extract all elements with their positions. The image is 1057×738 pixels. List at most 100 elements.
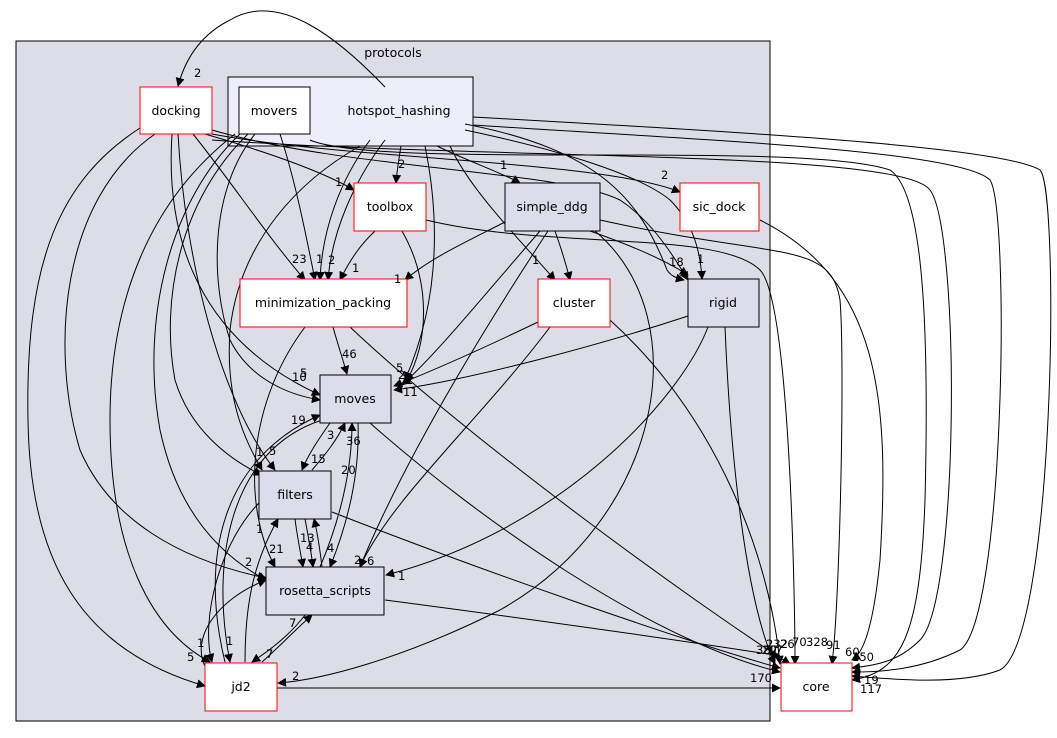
edge-rigid-moves [393,315,689,394]
edge-label: 46 [342,347,357,361]
edge-label: 23 [292,252,307,266]
edge-toolbox-core [425,219,800,665]
edge-label: 2 [194,66,201,80]
edge-filters-moves [311,422,346,471]
edge-moves-core [369,422,781,675]
edge-label: 60 [845,645,860,659]
edge-filters-core [331,511,781,671]
svg-text:cluster: cluster [553,295,596,310]
edge-label: 19 [291,413,306,427]
edge-label: 36 [346,434,361,448]
edge-label: 2 [398,368,405,382]
edge-label: 91 [826,638,841,652]
edge-mp-core [349,326,791,665]
edge-hh-mp-b [324,139,386,281]
node-jd2[interactable]: jd2 [204,662,278,712]
node-core[interactable]: core [780,662,853,712]
edge-hh-moves [404,145,435,381]
edge-jd2-moves [214,414,321,663]
edge-docking-mp [192,133,306,281]
edge-jd2-filters [244,518,279,663]
node-toolbox[interactable]: toolbox [353,182,427,232]
node-movers[interactable]: movers [238,86,311,135]
node-cluster[interactable]: cluster [537,278,611,328]
svg-text:rigid: rigid [709,295,737,310]
svg-text:rosetta_scripts: rosetta_scripts [279,583,371,598]
node-docking[interactable]: docking [139,86,213,135]
svg-text:minimization_packing: minimization_packing [255,295,391,310]
node-rosetta-scripts[interactable]: rosetta_scripts [265,566,385,616]
edge-label: 170 [750,671,772,685]
edge-moves-filters [300,422,331,471]
edge-label: 13 [300,531,315,545]
edge-simple-ddg-rigid [589,230,689,276]
edge-label: 10 [292,370,307,384]
svg-text:simple_ddg: simple_ddg [516,199,587,214]
edge-label: 5 [396,361,403,375]
edge-label: 1 [197,636,204,650]
edge-label: 4 [327,541,334,555]
edge-label: 17 [768,643,783,657]
edge-label: 20 [762,643,777,657]
edge-label: 2 [328,253,335,267]
node-rigid[interactable]: rigid [687,278,760,328]
edge-docking-rs [64,133,267,581]
node-moves[interactable]: moves [319,374,392,424]
edge-label: 5 [300,366,307,380]
edge-simple-ddg-rs [358,230,549,568]
hotspot-hashing-cluster-label[interactable]: hotspot_hashing [347,103,450,118]
edge-cluster-moves [393,321,539,388]
edge-movers-rs [153,133,267,581]
edge-cluster-core [609,319,784,665]
edge-toolbox-mp [339,230,376,281]
edge-moves-rs [328,422,359,568]
edge-docking-core [211,139,952,672]
node-minimization-packing[interactable]: minimization_packing [239,278,408,328]
edge-label: 2 [661,168,668,182]
edge-label: 7 [289,616,296,630]
edge-label: 328 [806,635,828,649]
edge-simple-ddg-mp [404,221,506,281]
edge-movers-jd2 [109,133,236,663]
edge-rigid-rs [385,326,709,578]
node-filters[interactable]: filters [258,470,332,520]
edge-cluster-rs [359,326,551,568]
edge-label: 15 [311,452,326,466]
edge-label: 70 [792,635,807,649]
edge-hh-core-a [472,116,1052,682]
edge-rs-jd2 [251,614,306,663]
edge-sic-dock-core [759,219,884,661]
edge-label: 1 [256,522,263,536]
edge-movers-core [309,139,927,684]
edge-labels: 2 2 1 2 1 23 1 2 1 1 1 18 1 46 10 5 5 2 … [187,66,882,696]
nodes: docking movers toolbox simple_ddg sic_do… [139,86,853,712]
node-sic-dock[interactable]: sic_dock [679,182,760,232]
edge-label: 1 [398,569,405,583]
protocols-cluster-label: protocols [364,45,422,60]
svg-text:movers: movers [251,103,298,118]
edge-label: 150 [852,650,874,664]
edge-label: 2 [354,553,361,567]
edge-hh-rigid [464,129,707,280]
node-simple-ddg[interactable]: simple_ddg [504,182,601,232]
edge-label: 1 [532,253,539,267]
edge-label: 3 [327,428,334,442]
edge-rigid-core [724,326,776,665]
edge-mp-rs [254,326,306,568]
edge-hh-simple-ddg [436,145,521,184]
edge-label: 232 [766,637,788,651]
edge-hh-core-b [472,124,1002,677]
edge-docking-filters [177,133,276,471]
edge-label: 1 [352,261,359,275]
svg-text:docking: docking [151,103,200,118]
edge-label: 6 [367,554,374,568]
edge-label: 18 [669,255,684,269]
edge-label: 2 [245,555,252,569]
edge-jd2-rs-2 [200,578,267,669]
edge-moves-jd2 [222,419,323,663]
edge-simple-ddg-core [599,219,843,665]
edge-label: 20 [341,463,356,477]
edge-label: 117 [860,682,882,696]
edge-label: 1 [256,445,263,459]
edge-label: 1 [697,252,704,266]
